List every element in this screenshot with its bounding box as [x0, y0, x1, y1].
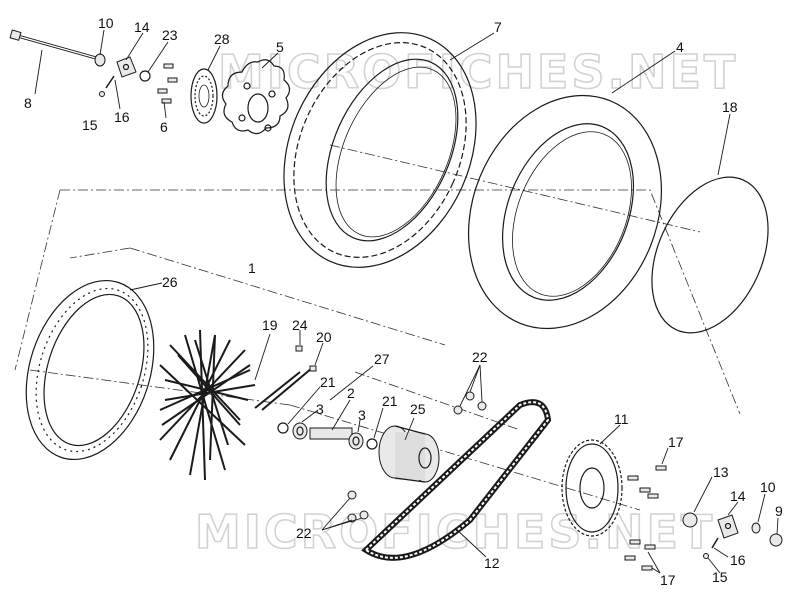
callout-24: 24 — [292, 317, 308, 333]
brake-disc — [190, 68, 218, 124]
chain-adjuster-right — [711, 514, 739, 549]
hub-spacers-bearings — [277, 422, 378, 450]
callout-9: 9 — [775, 503, 783, 519]
rear-sprocket — [561, 439, 623, 537]
wheel-rim — [25, 279, 155, 461]
spacer-13 — [682, 512, 698, 528]
callout-7: 7 — [494, 19, 502, 35]
callout-8: 8 — [24, 95, 32, 111]
callout-27: 27 — [374, 351, 390, 367]
spokes-bundle — [159, 329, 313, 481]
spoke-nipple-20 — [309, 365, 317, 372]
washer-10-left — [94, 53, 106, 67]
callout-21-left: 21 — [320, 374, 336, 390]
rear-axle — [9, 29, 97, 60]
callout-15-right: 15 — [712, 569, 728, 585]
callout-28: 28 — [214, 31, 230, 47]
axle-nut-9 — [769, 533, 783, 547]
callout-25: 25 — [410, 401, 426, 417]
wheel-hub — [378, 425, 440, 483]
callout-21-right: 21 — [382, 393, 398, 409]
chain-adjuster-left — [105, 56, 137, 89]
inner-tube — [467, 94, 663, 330]
nut-15-left — [99, 91, 105, 97]
callout-26: 26 — [162, 274, 178, 290]
callout-4: 4 — [676, 39, 684, 55]
callout-19: 19 — [262, 317, 278, 333]
callout-17-top: 17 — [668, 434, 684, 450]
callout-3-right: 3 — [358, 407, 366, 423]
callout-14-left: 14 — [134, 19, 150, 35]
callout-11: 11 — [614, 411, 629, 427]
drive-chain — [361, 399, 552, 561]
knobby-tyre — [283, 32, 477, 268]
callout-20: 20 — [316, 329, 332, 345]
leader-lines — [34, 29, 779, 574]
callout-18: 18 — [722, 99, 738, 115]
spacer-ring — [139, 70, 151, 82]
washer-10-right — [751, 522, 761, 534]
spoke-nipple-24 — [295, 345, 303, 352]
watermark-top: MICROFICHES.NET — [218, 45, 738, 99]
nut-15-right — [703, 553, 709, 559]
callout-13: 13 — [713, 464, 729, 480]
callout-5: 5 — [276, 39, 284, 55]
callout-15-left: 15 — [82, 117, 98, 133]
wavy-disc — [221, 59, 291, 135]
sprocket-bolts-bottom — [624, 539, 656, 571]
callout-12: 12 — [484, 555, 500, 571]
rim-band — [651, 176, 769, 334]
callout-1: 1 — [248, 260, 256, 276]
callout-22-bottom: 22 — [296, 525, 312, 541]
callout-23: 23 — [162, 27, 178, 43]
callout-10-left: 10 — [98, 15, 114, 31]
sprocket-bolts-top — [627, 465, 667, 499]
nuts-22-top — [453, 391, 487, 415]
callout-16-right: 16 — [730, 552, 746, 568]
callout-2: 2 — [347, 385, 355, 401]
callout-3-left: 3 — [316, 401, 324, 417]
callout-6: 6 — [160, 119, 168, 135]
callout-17-bottom: 17 — [660, 572, 676, 588]
callout-22-top: 22 — [472, 349, 488, 365]
callout-labels: 10 14 23 28 5 7 4 18 8 15 16 6 1 26 19 2… — [24, 15, 783, 588]
callout-16-left: 16 — [114, 109, 130, 125]
callout-10-right: 10 — [760, 479, 776, 495]
disc-bolts — [157, 63, 178, 104]
callout-14-right: 14 — [730, 488, 746, 504]
